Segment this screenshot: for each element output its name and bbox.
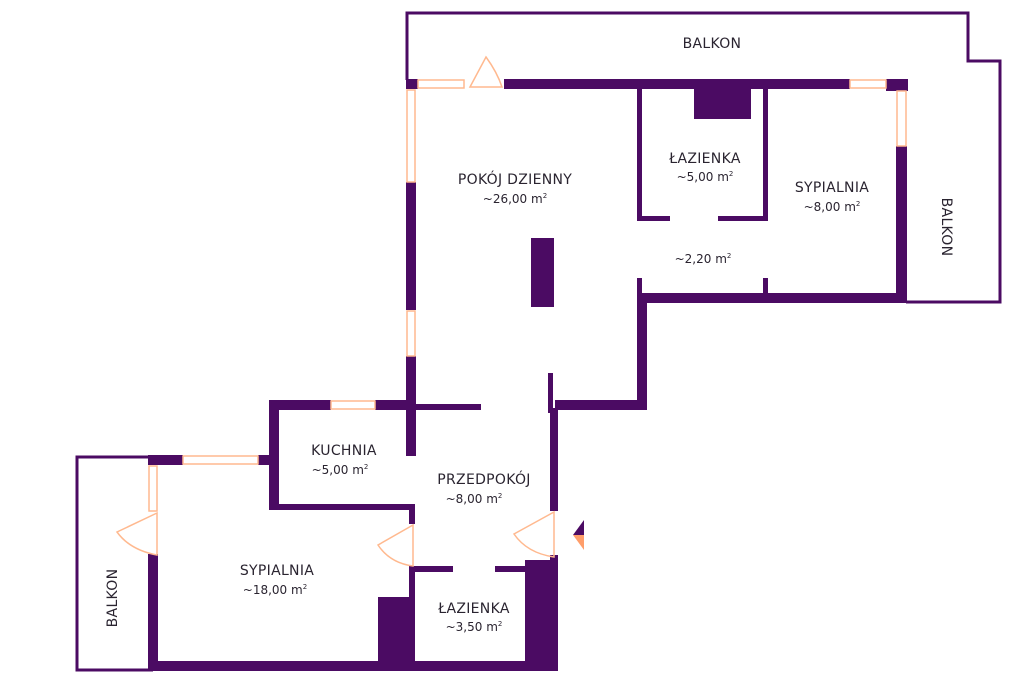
room-area: ~26,00 m2 xyxy=(483,192,547,206)
wall xyxy=(269,400,331,410)
doors xyxy=(115,55,555,567)
wall xyxy=(637,216,670,221)
wall xyxy=(718,216,768,221)
door-entrance xyxy=(512,510,555,558)
wall xyxy=(548,373,553,413)
wall xyxy=(406,79,418,89)
wall xyxy=(550,555,558,567)
wall xyxy=(637,89,642,221)
window xyxy=(330,400,376,410)
wall xyxy=(637,293,907,303)
windows xyxy=(148,79,907,512)
wall xyxy=(148,554,158,670)
wall xyxy=(763,278,768,298)
window xyxy=(406,310,416,357)
window xyxy=(406,89,416,183)
wall xyxy=(148,661,558,671)
room-area: ~3,50 m2 xyxy=(446,620,503,634)
balcony-left-outline xyxy=(75,455,153,672)
shaft xyxy=(378,597,414,665)
wall xyxy=(269,504,415,510)
wall xyxy=(896,146,907,303)
wall xyxy=(495,566,530,572)
window xyxy=(417,79,465,89)
room-name: POKÓJ DZIENNY xyxy=(458,170,572,188)
column xyxy=(531,238,554,307)
room-area: ~8,00 m2 xyxy=(446,492,503,506)
window xyxy=(849,79,887,89)
wall xyxy=(504,79,850,89)
room-area: ~18,00 m2 xyxy=(243,583,307,597)
room-name: SYPIALNIA xyxy=(240,563,314,579)
shaft xyxy=(694,89,751,119)
room-area: ~5,00 m2 xyxy=(312,463,369,477)
door-kitchen-bedroom xyxy=(376,523,414,567)
window xyxy=(896,90,907,147)
wall xyxy=(406,404,481,410)
walls xyxy=(148,79,908,671)
wall xyxy=(637,293,647,410)
room-area: ~5,00 m2 xyxy=(677,170,734,184)
room-name: SYPIALNIA xyxy=(795,180,869,196)
window xyxy=(182,455,259,465)
door-bedroom-bottom xyxy=(115,511,158,556)
room-name: ŁAZIENKA xyxy=(437,601,510,617)
wall xyxy=(550,408,558,511)
wall xyxy=(763,89,768,221)
balcony-outlines xyxy=(75,11,1002,672)
entrance-marker-icon xyxy=(573,520,584,550)
wall xyxy=(258,455,278,465)
room-labels: POKÓJ DZIENNY ~26,00 m2 ŁAZIENKA ~5,00 m… xyxy=(105,36,954,634)
room-name: PRZEDPOKÓJ xyxy=(437,470,530,488)
room-area: ~2,20 m2 xyxy=(675,252,732,266)
room-name: KUCHNIA xyxy=(311,443,377,459)
wall xyxy=(886,79,908,91)
door-balcony-top xyxy=(468,55,504,88)
room-name: ŁAZIENKA xyxy=(668,151,741,167)
window xyxy=(148,465,158,512)
wall xyxy=(148,455,183,465)
wall xyxy=(409,566,453,572)
wall xyxy=(555,400,647,410)
wall xyxy=(637,278,642,303)
wall xyxy=(406,182,416,310)
wall xyxy=(409,504,415,524)
balcony-label: BALKON xyxy=(938,198,954,257)
shaft xyxy=(525,560,558,668)
balcony-label: BALKON xyxy=(105,569,121,628)
balcony-top-outline xyxy=(405,11,1002,304)
room-area: ~8,00 m2 xyxy=(804,200,861,214)
balcony-label: BALKON xyxy=(683,36,742,52)
wall xyxy=(375,400,415,410)
